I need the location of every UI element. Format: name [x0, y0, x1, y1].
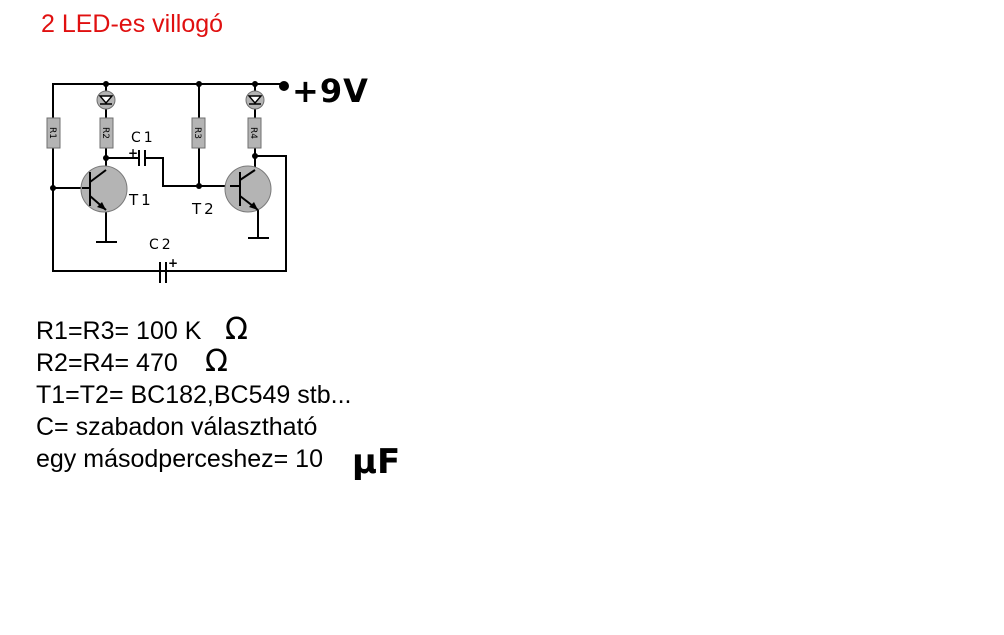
junction-dot [103, 155, 109, 161]
label-r1: R1 [47, 127, 57, 139]
transistor-body [80, 165, 128, 213]
label-c2: C2 [149, 237, 174, 253]
transistor-t2 [224, 165, 272, 213]
led-diode-icon [247, 95, 263, 105]
led-diode-icon [98, 95, 114, 105]
spec-line-transistors: T1=T2= BC182,BC549 stb... [36, 381, 352, 409]
junctions [50, 81, 289, 191]
junction-dot [252, 153, 258, 159]
microfarad-unit: μF [352, 442, 401, 482]
label-c2-plus: + [168, 256, 178, 270]
emitter-arrow-icon [97, 202, 106, 210]
junction-dot [196, 81, 202, 87]
resistors [46, 117, 262, 149]
label-r3: R3 [192, 127, 202, 139]
supply-label: +9V [292, 72, 369, 110]
resistor-r3 [191, 117, 206, 149]
page-title: 2 LED-es villogó [41, 10, 224, 38]
led-1 [96, 90, 116, 110]
c1-link-wire [105, 157, 201, 187]
junction-dot [50, 185, 56, 191]
label-c1: C1 [131, 130, 156, 146]
capacitor-c2 [159, 262, 167, 283]
label-r4: R4 [248, 127, 258, 139]
spec-line-capacitors: C= szabadon választható [36, 413, 318, 441]
t1-ground-wire [96, 209, 117, 243]
emitter-arrow-icon [249, 202, 258, 210]
resistor-r2 [99, 117, 114, 149]
label-t1: T1 [128, 191, 154, 209]
led-2 [245, 90, 265, 110]
supply-terminal [279, 81, 289, 91]
junction-dot [103, 81, 109, 87]
label-r2: R2 [100, 127, 110, 139]
junction-dot [196, 183, 202, 189]
label-t2: T2 [191, 200, 217, 218]
spec-line-resistors-r1-r3: R1=R3= 100 K [36, 317, 202, 345]
resistor-r1 [46, 117, 61, 149]
transistor-body [224, 165, 272, 213]
ohm-symbol-1: Ω [225, 312, 248, 347]
t2-ground-wire [248, 209, 269, 239]
transistor-t1 [80, 165, 128, 213]
capacitor-c1 [138, 150, 146, 166]
resistor-r4 [247, 117, 262, 149]
ohm-symbol-2: Ω [205, 344, 228, 379]
spec-line-one-second: egy másodperceshez= 10 [36, 445, 323, 473]
label-c1-plus: + [128, 146, 138, 160]
spec-line-resistors-r2-r4: R2=R4= 470 [36, 349, 178, 377]
r1-column-wire [52, 83, 287, 272]
junction-dot [252, 81, 258, 87]
